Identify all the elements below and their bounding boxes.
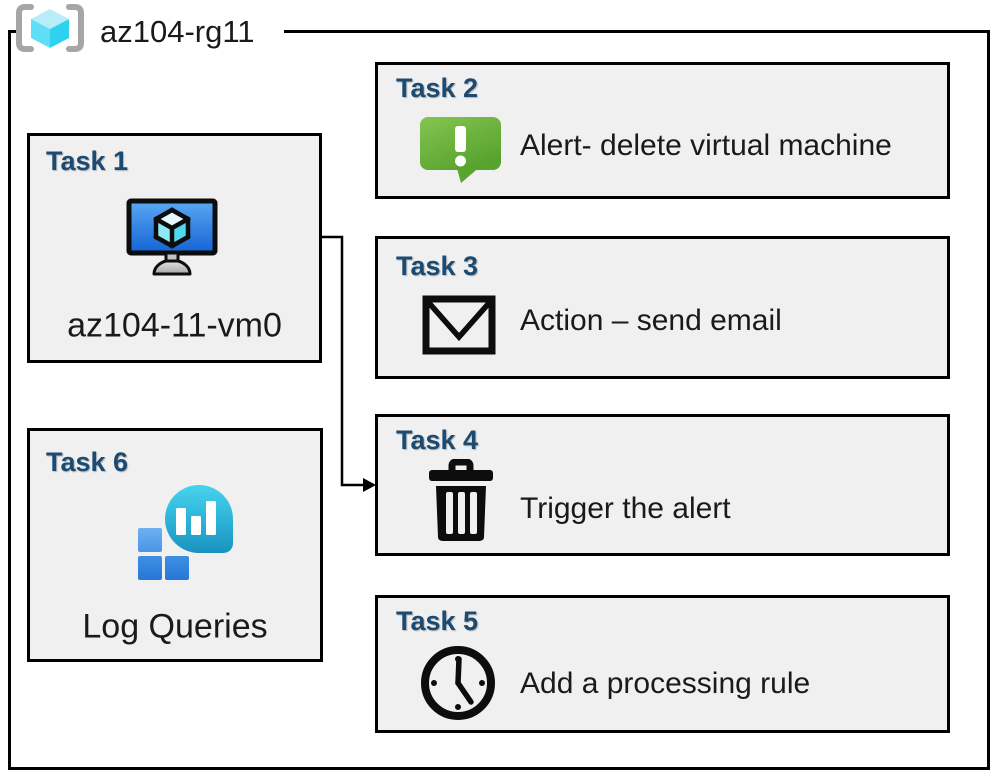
resource-group-icon (14, 3, 86, 58)
resource-group-frame (8, 30, 990, 770)
log-analytics-icon (138, 485, 233, 581)
task-3-title: Task 3 (396, 251, 479, 281)
task-6-title: Task 6 (46, 447, 129, 477)
task-2-box: Task 2 Alert- delete virtual machine (375, 62, 950, 199)
bar-chart-bar (206, 501, 216, 535)
email-icon (422, 295, 496, 360)
bar-chart-bar (176, 508, 186, 535)
task-5-box: Task 5 Add a processing rule (375, 595, 950, 733)
task-4-title: Task 4 (396, 425, 479, 455)
virtual-machine-icon (126, 198, 218, 283)
frame-label-gap (16, 26, 284, 37)
task-2-text: Alert- delete virtual machine (520, 129, 892, 162)
task-6-text: Log Queries (82, 607, 268, 646)
task-3-box: Task 3 Action – send email (375, 236, 950, 379)
log-analytics-square-dark-2 (165, 556, 189, 580)
task-4-box: Task 4 Trigger the alert (375, 414, 950, 556)
bar-chart-bar (191, 516, 201, 535)
task-1-title: Task 1 (46, 146, 129, 176)
log-analytics-bubble (165, 485, 233, 553)
task-2-title: Task 2 (396, 73, 479, 103)
task-4-text: Trigger the alert (520, 492, 731, 525)
task-1-box: Task 1 (27, 133, 322, 363)
alert-icon (420, 117, 502, 190)
task-6-box: Task 6 Log Queries (27, 428, 323, 662)
log-analytics-square-light (138, 528, 162, 552)
clock-icon (418, 642, 498, 729)
task-5-title: Task 5 (396, 606, 479, 636)
trash-icon (428, 458, 494, 548)
task-1-text: az104-11-vm0 (67, 306, 282, 345)
task-3-text: Action – send email (520, 304, 782, 337)
log-analytics-square-dark-1 (138, 556, 162, 580)
task-5-text: Add a processing rule (520, 667, 811, 700)
resource-group-name: az104-rg11 (100, 14, 255, 49)
